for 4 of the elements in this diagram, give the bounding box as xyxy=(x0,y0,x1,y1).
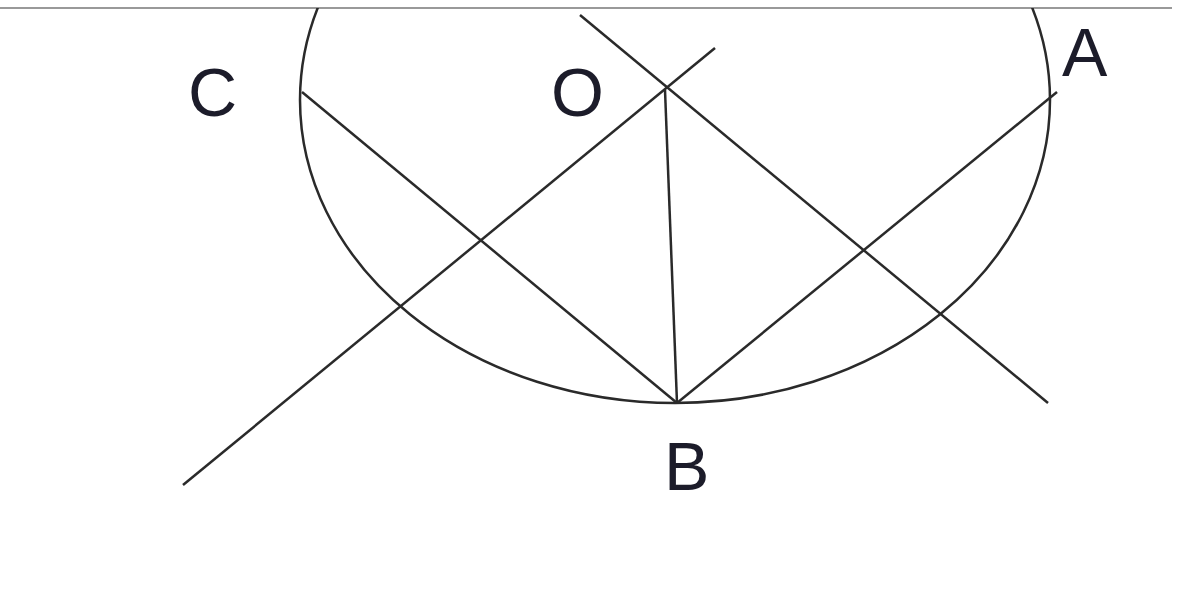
point-label: B xyxy=(664,432,710,500)
point-label: O xyxy=(551,58,604,126)
point-label: A xyxy=(1062,18,1108,86)
point-label: C xyxy=(188,58,238,126)
